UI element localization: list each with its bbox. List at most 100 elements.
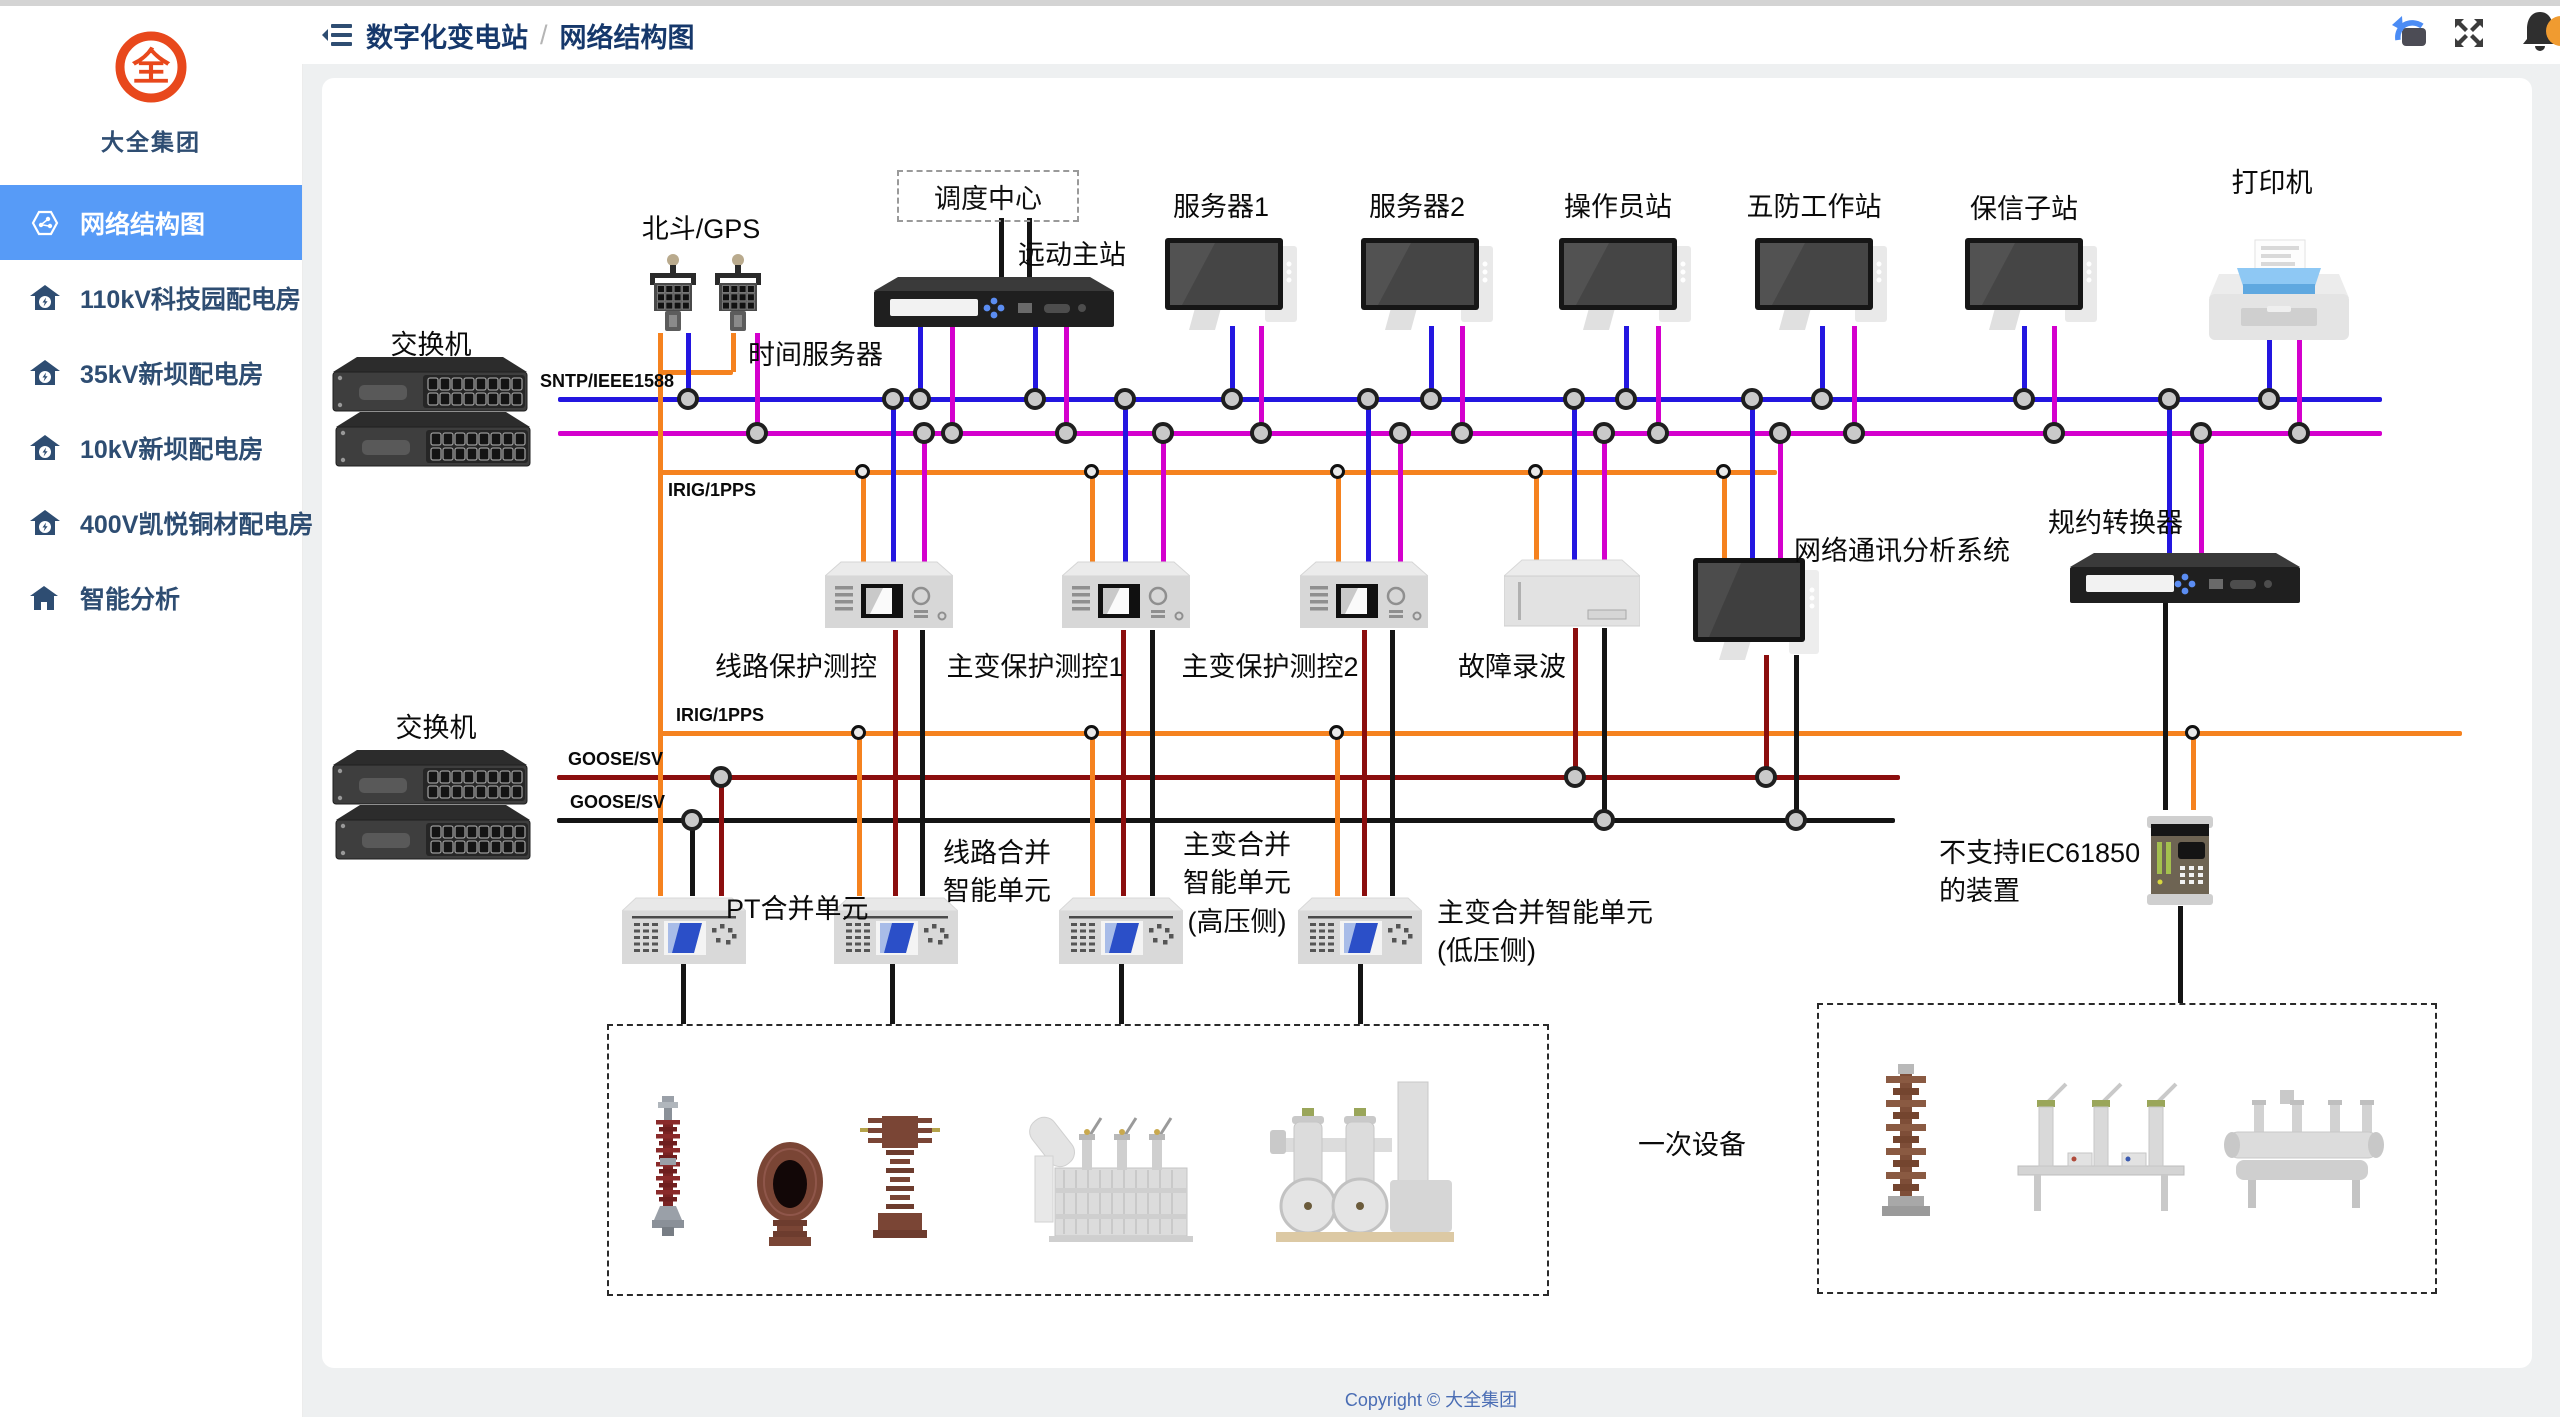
connector-line	[1777, 433, 1783, 562]
junction-dot	[1330, 464, 1345, 479]
breadcrumb-root[interactable]: 数字化变电站	[366, 22, 528, 53]
connector-line	[1459, 326, 1465, 433]
server-2-workstation	[1361, 238, 1511, 339]
junction-dot	[1084, 725, 1099, 740]
diagram-label: 交换机	[395, 713, 477, 743]
junction-dot	[2013, 388, 2035, 410]
connector-line	[892, 630, 898, 896]
connector-line	[1089, 733, 1095, 896]
primary-bushing	[860, 1116, 940, 1245]
dispatch-center-label: 调度中心	[934, 183, 1042, 214]
junction-dot	[2158, 388, 2180, 410]
gps-antenna	[646, 253, 700, 340]
logo-text: 大全集团	[101, 129, 201, 155]
line-protection-device	[823, 560, 955, 635]
fullscreen-icon[interactable]	[2452, 16, 2486, 55]
protocol-converter-rack	[2068, 551, 2302, 610]
house-icon	[30, 584, 60, 612]
junction-dot	[1593, 809, 1615, 831]
house-power-icon	[30, 434, 60, 462]
house-power-icon	[30, 509, 60, 537]
diagram-label: 操作员站	[1564, 192, 1672, 222]
connector-line	[860, 472, 866, 562]
bus-line	[557, 817, 1895, 823]
diagram-label: 保信子站	[1970, 194, 2078, 224]
connector-line	[2177, 906, 2183, 1003]
connector-line	[689, 820, 695, 896]
network-switch	[334, 803, 532, 866]
junction-dot	[1843, 422, 1865, 444]
diagram-label: 线路保护测控	[715, 652, 877, 682]
connector-line	[1120, 630, 1126, 896]
sidebar-item-10kv[interactable]: 10kV新坝配电房	[0, 410, 302, 485]
connector-line	[657, 333, 663, 896]
network-analysis-monitor	[1693, 558, 1827, 667]
junction-dot	[941, 422, 963, 444]
diagram-label: 一次设备	[1638, 1130, 1746, 1160]
junction-dot	[1741, 388, 1763, 410]
diagram-label: 服务器2	[1368, 192, 1466, 222]
breadcrumb-current: 网络结构图	[559, 22, 695, 53]
connector-line	[1389, 630, 1395, 896]
sidebar-item-smart-analysis[interactable]: 智能分析	[0, 560, 302, 635]
header: 数字化变电站 / 网络结构图	[302, 6, 2560, 64]
sidebar-item-network-structure[interactable]: 网络结构图	[0, 185, 302, 260]
connector-line	[1160, 433, 1166, 562]
transformer-merging-unit-lv	[1296, 896, 1424, 969]
connector-line	[1149, 630, 1155, 896]
transformer-merging-unit-hv	[1057, 896, 1185, 969]
connector-line	[2296, 340, 2302, 433]
connector-line	[1063, 327, 1069, 433]
diagram-label: 网络通讯分析系统	[1794, 536, 2010, 566]
diagram-label: 主变保护测控1	[946, 652, 1124, 682]
connector-line	[1229, 326, 1235, 399]
sidebar-item-400v[interactable]: 400V凯悦铜材配电房	[0, 485, 313, 560]
junction-dot	[855, 464, 870, 479]
connector-line	[680, 962, 686, 1024]
network-switch	[331, 355, 529, 418]
connector-line	[856, 733, 862, 896]
junction-dot	[913, 422, 935, 444]
primary-ct-bushing	[755, 1142, 825, 1251]
connector-line	[1335, 472, 1341, 562]
diagram-label: 时间服务器	[748, 340, 883, 370]
diagram-label: 主变合并智能单元(低压侧)	[1437, 898, 1653, 967]
gps-antenna	[711, 253, 765, 340]
bus-line	[660, 730, 2462, 736]
sidebar-item-110kv[interactable]: 110kV科技园配电房	[0, 260, 302, 335]
diagram-label: 五防工作站	[1746, 192, 1882, 222]
bus-line	[660, 369, 733, 375]
printer	[2209, 238, 2349, 347]
connector-line	[1533, 472, 1539, 560]
connector-line	[1819, 326, 1825, 399]
share-back-icon[interactable]	[2390, 14, 2428, 55]
diagram-label: SNTP/IEEE1588	[540, 371, 675, 391]
connector-line	[2198, 433, 2204, 567]
collapse-menu-icon[interactable]	[322, 21, 352, 49]
junction-dot	[1420, 388, 1442, 410]
junction-dot	[882, 388, 904, 410]
junction-dot	[2190, 422, 2212, 444]
diagram-label: GOOSE/SV	[568, 749, 664, 769]
company-logo-icon: 全	[115, 31, 187, 103]
connector-line	[1749, 399, 1755, 562]
connector-line	[917, 327, 923, 399]
primary-breaker	[1270, 1080, 1460, 1250]
connector-line	[2021, 326, 2027, 399]
junction-dot	[1811, 388, 1833, 410]
connector-line	[718, 777, 724, 896]
junction-dot	[1647, 422, 1669, 444]
sidebar-item-35kv[interactable]: 35kV新坝配电房	[0, 335, 302, 410]
operator-workstation	[1559, 238, 1709, 339]
junction-dot	[1329, 725, 1344, 740]
junction-dot	[677, 388, 699, 410]
dispatch-center-box: 调度中心	[897, 170, 1079, 222]
diagram-label: 远动主站	[1018, 240, 1126, 270]
network-switch	[334, 410, 532, 473]
connector-line	[1122, 399, 1128, 562]
connector-line	[1763, 655, 1769, 777]
sidebar-item-label: 智能分析	[80, 585, 181, 614]
house-power-icon	[30, 284, 60, 312]
